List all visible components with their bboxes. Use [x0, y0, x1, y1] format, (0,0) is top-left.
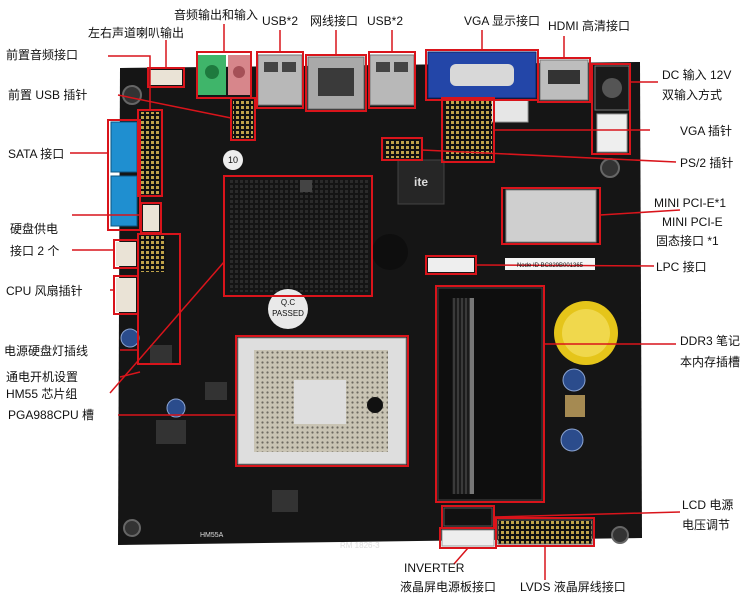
lan-port: [307, 56, 365, 110]
label-usb-2: USB*2: [367, 14, 404, 28]
power-header: [140, 236, 166, 272]
components: [120, 180, 586, 512]
label-ddr3-2: 本内存插槽: [680, 355, 741, 369]
node-id-label: Node ID BC829B001365: [517, 263, 584, 269]
label-speaker: 左右声道喇叭输出: [88, 26, 185, 40]
box-minipcie: [501, 187, 601, 245]
hdmi-connector: [539, 59, 589, 101]
label-minipcie-2: MINI PCI-E: [662, 215, 723, 229]
box-dc: [591, 63, 631, 155]
label-lvds: LVDS 液晶屏线接口: [520, 580, 626, 594]
label-power-on: 通电开机设置: [6, 370, 79, 384]
buzzer: [372, 234, 408, 270]
label-inverter-2: 液晶屏电源板接口: [400, 580, 497, 594]
label-cpu-fan: CPU 风扇插针: [6, 284, 83, 298]
lcd-power-jumper: [443, 507, 493, 527]
label-lan: 网线接口: [310, 14, 359, 28]
label-usb-1: USB*2: [262, 14, 299, 28]
rev-label: RM 1826-3: [340, 541, 380, 550]
front-usb-header: [233, 100, 253, 138]
qc-passed-sticker: [268, 289, 308, 329]
label-sata: SATA 接口: [8, 147, 65, 161]
passed-label: PASSED: [272, 309, 304, 318]
label-lcd-power-2: 电压调节: [682, 518, 731, 532]
label-pga988: PGA988CPU 槽: [8, 408, 95, 422]
pcb-board: [118, 62, 642, 545]
ddr3-slot: [437, 287, 543, 501]
label-vga-header: VGA 插针: [680, 124, 733, 138]
minipcie-slot: [505, 189, 597, 243]
cmos-battery: [554, 301, 618, 365]
label-dc-in-2: 双输入方式: [662, 88, 723, 102]
label-hdmi: HDMI 高清接口: [548, 19, 630, 33]
hdd-power-connector: [143, 205, 159, 231]
label-inverter-1: INVERTER: [404, 561, 465, 575]
cpu-fan-header: [116, 278, 136, 312]
dc-jacks: [594, 65, 630, 153]
box-front-usb: [230, 97, 256, 141]
inverter-connector: [441, 529, 495, 547]
model-label: HM55A: [200, 532, 224, 539]
vga-header: [444, 100, 492, 160]
audio-jacks: [198, 55, 250, 95]
box-ddr3: [435, 285, 545, 503]
label-front-audio: 前置音频接口: [6, 48, 79, 62]
label-ddr3-1: DDR3 笔记: [680, 334, 741, 348]
label-dc-in-1: DC 输入 12V: [662, 68, 732, 82]
label-hdd-power-1: 硬盘供电: [10, 222, 59, 236]
box-cpu: [235, 335, 409, 467]
label-minipcie-1: MINI PCI-E*1: [654, 196, 727, 210]
label-lpc: LPC 接口: [656, 260, 707, 274]
label-front-usb: 前置 USB 插针: [8, 88, 88, 102]
label-minipcie-3: 固态接口 *1: [656, 234, 719, 248]
ite-chip: [397, 159, 445, 205]
lvds-connector: [497, 519, 593, 545]
heatsink: [228, 180, 368, 292]
usb-ports-right: [369, 54, 415, 106]
label-ps2: PS/2 插针: [680, 156, 734, 170]
label-lcd-power-1: LCD 电源: [682, 498, 734, 512]
box-hm55: [223, 175, 373, 297]
node-id-sticker: [505, 258, 595, 270]
hdd-power-connector-2: [116, 242, 136, 266]
label-hdd-power-2: 接口 2 个: [10, 244, 60, 258]
front-panel-header: [140, 112, 160, 194]
cpu-socket: [237, 337, 407, 465]
ps2-header: [384, 140, 420, 158]
ite-label: ite: [414, 175, 428, 189]
label-audio-io: 音频输出和输入: [174, 8, 259, 22]
speaker-connector: [150, 70, 182, 85]
board-badge: 10: [228, 155, 238, 165]
label-power-led: 电源硬盘灯插线: [4, 344, 89, 358]
badge-sticker: [223, 150, 243, 170]
box-ps2: [381, 137, 423, 161]
usb-ports-left: [257, 54, 303, 106]
label-hm55: HM55 芯片组: [6, 387, 78, 401]
lpc-connector: [428, 258, 474, 272]
box-power-header: [137, 233, 181, 365]
box-sata: [107, 119, 141, 231]
qc-label: Q.C: [281, 298, 295, 307]
label-vga-port: VGA 显示接口: [464, 14, 541, 28]
